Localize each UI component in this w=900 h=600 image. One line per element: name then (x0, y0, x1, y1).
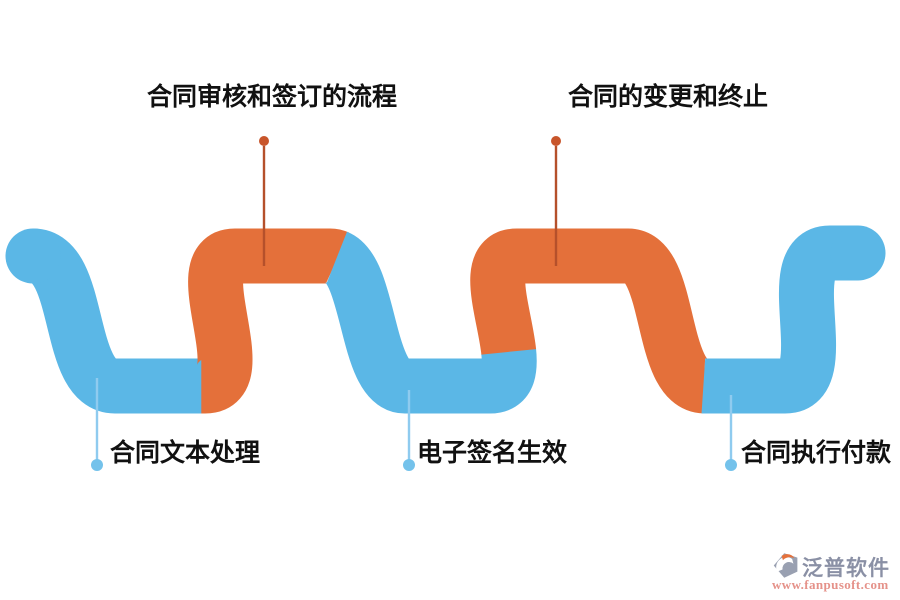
fanpu-logo-icon (773, 553, 798, 578)
node-label-text-processing: 合同文本处理 (110, 439, 261, 467)
top-connector-dot-2 (551, 136, 561, 146)
wave-left-end-cap (5, 228, 61, 284)
bottom-connector-dot-3 (725, 459, 737, 471)
node-label-review-signing: 合同审核和签订的流程 (147, 83, 398, 111)
node-label-esignature: 电子签名生效 (417, 439, 568, 467)
top-connector-dot-1 (259, 136, 269, 146)
wave-segment-1 (27, 225, 858, 414)
wave-segment-3 (27, 225, 858, 414)
wave-band (27, 225, 858, 414)
node-label-execution-payment: 合同执行付款 (741, 439, 892, 467)
node-label-change-termination: 合同的变更和终止 (568, 83, 769, 111)
wave-right-end-cap (830, 225, 886, 281)
wave-segment-5 (27, 225, 858, 414)
bottom-connector-dot-2 (403, 459, 415, 471)
brand-url: www.fanpusoft.com (772, 577, 889, 592)
brand-watermark: 泛普软件 www.fanpusoft.com (772, 551, 897, 595)
connectors (91, 136, 737, 471)
bottom-connector-dot-1 (91, 459, 103, 471)
brand-name: 泛普软件 (802, 557, 890, 580)
